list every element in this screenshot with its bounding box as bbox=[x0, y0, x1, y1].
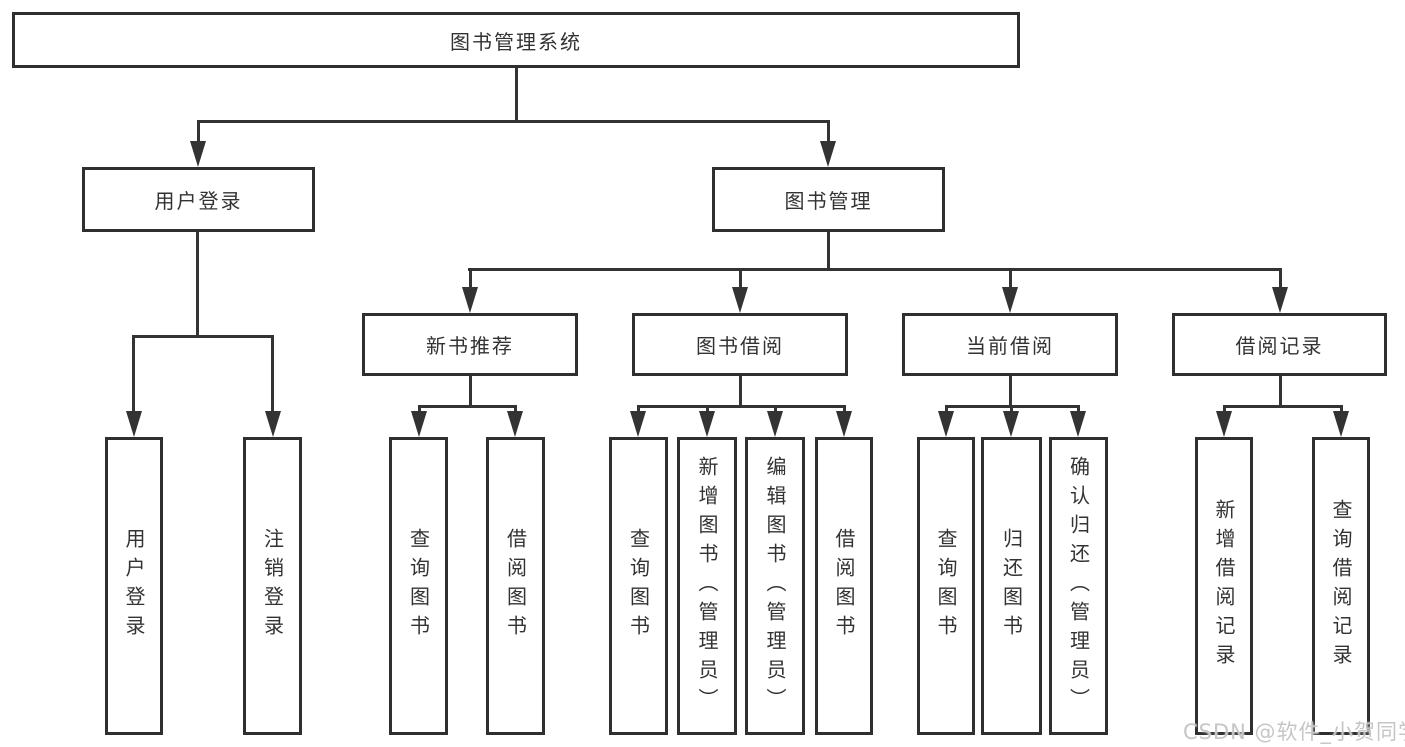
node-book-borrowing: 图书借阅 bbox=[632, 313, 848, 376]
connector-line bbox=[196, 232, 199, 336]
node-book-borrowing-label: 图书借阅 bbox=[696, 334, 784, 358]
connector-line bbox=[469, 268, 472, 292]
arrow-down-icon bbox=[462, 287, 478, 313]
node-book-management: 图书管理 bbox=[712, 167, 945, 232]
connector-line bbox=[1279, 268, 1282, 292]
leaf-br-query-record: 查询借阅记录 bbox=[1312, 437, 1370, 735]
arrow-down-icon bbox=[1070, 411, 1086, 437]
connector-line bbox=[469, 376, 472, 408]
connector-line bbox=[133, 335, 274, 338]
leaf-bb-add-books-admin-label: 新增图书（管理员） bbox=[695, 455, 719, 717]
arrow-down-icon bbox=[1272, 287, 1288, 313]
node-new-book-recommend: 新书推荐 bbox=[362, 313, 578, 376]
arrow-down-icon bbox=[732, 287, 748, 313]
connector-line bbox=[945, 405, 948, 414]
leaf-br-add-record: 新增借阅记录 bbox=[1195, 437, 1253, 735]
arrow-down-icon bbox=[699, 411, 715, 437]
connector-line bbox=[514, 405, 517, 414]
arrow-down-icon bbox=[507, 411, 523, 437]
connector-line bbox=[827, 232, 830, 271]
node-new-book-recommend-label: 新书推荐 bbox=[426, 334, 514, 358]
connector-line bbox=[1010, 405, 1013, 414]
leaf-bb-edit-books-admin-label: 编辑图书（管理员） bbox=[763, 455, 787, 717]
connector-line bbox=[197, 120, 200, 146]
leaf-bb-add-books-admin: 新增图书（管理员） bbox=[677, 437, 737, 735]
arrow-down-icon bbox=[190, 141, 206, 167]
node-borrowing-records-label: 借阅记录 bbox=[1235, 334, 1324, 358]
connector-line bbox=[1340, 405, 1343, 414]
node-user-login: 用户登录 bbox=[82, 167, 315, 232]
node-book-management-label: 图书管理 bbox=[784, 189, 873, 213]
leaf-cb-return-books: 归还图书 bbox=[981, 437, 1042, 735]
arrow-down-icon bbox=[1003, 411, 1019, 437]
leaf-user-login: 用户登录 bbox=[105, 437, 163, 735]
connector-line bbox=[843, 405, 846, 414]
connector-line bbox=[637, 405, 640, 414]
arrow-down-icon bbox=[1002, 287, 1018, 313]
leaf-logout: 注销登录 bbox=[243, 437, 302, 735]
connector-line bbox=[1009, 268, 1012, 292]
leaf-rec-query-books-label: 查询图书 bbox=[406, 528, 431, 644]
arrow-down-icon bbox=[1333, 411, 1349, 437]
arrow-down-icon bbox=[938, 411, 954, 437]
connector-line bbox=[774, 405, 777, 414]
connector-line bbox=[515, 68, 518, 120]
leaf-rec-borrow-books: 借阅图书 bbox=[486, 437, 545, 735]
connector-line bbox=[468, 268, 1281, 271]
leaf-cb-confirm-return-admin: 确认归还（管理员） bbox=[1049, 437, 1108, 735]
leaf-cb-query-books: 查询图书 bbox=[917, 437, 975, 735]
connector-line bbox=[739, 268, 742, 292]
node-root: 图书管理系统 bbox=[12, 12, 1020, 68]
leaf-bb-borrow-books: 借阅图书 bbox=[815, 437, 873, 735]
connector-line bbox=[418, 405, 421, 414]
node-current-borrowing-label: 当前借阅 bbox=[966, 334, 1054, 358]
node-user-login-label: 用户登录 bbox=[154, 189, 243, 213]
connector-line bbox=[271, 335, 274, 414]
arrow-down-icon bbox=[265, 411, 281, 437]
connector-line bbox=[1077, 405, 1080, 414]
arrow-down-icon bbox=[1216, 411, 1232, 437]
csdn-watermark: CSDN @软件_小贺同学 bbox=[1183, 720, 1405, 744]
node-current-borrowing: 当前借阅 bbox=[902, 313, 1118, 376]
arrow-down-icon bbox=[767, 411, 783, 437]
connector-line bbox=[706, 405, 709, 414]
connector-line bbox=[1279, 376, 1282, 408]
connector-line bbox=[1223, 405, 1226, 414]
connector-line bbox=[637, 405, 846, 408]
leaf-user-login-label: 用户登录 bbox=[122, 528, 146, 644]
leaf-rec-borrow-books-label: 借阅图书 bbox=[503, 528, 528, 644]
node-root-label: 图书管理系统 bbox=[450, 29, 582, 54]
connector-line bbox=[739, 376, 742, 408]
leaf-cb-return-books-label: 归还图书 bbox=[999, 528, 1024, 644]
connector-line bbox=[132, 335, 135, 414]
connector-line bbox=[827, 120, 830, 146]
arrow-down-icon bbox=[836, 411, 852, 437]
leaf-cb-query-books-label: 查询图书 bbox=[934, 528, 958, 644]
connector-line bbox=[1223, 405, 1343, 408]
connector-line bbox=[418, 405, 517, 408]
arrow-down-icon bbox=[126, 411, 142, 437]
leaf-br-query-record-label: 查询借阅记录 bbox=[1329, 499, 1353, 673]
arrow-down-icon bbox=[630, 411, 646, 437]
leaf-logout-label: 注销登录 bbox=[260, 528, 285, 644]
leaf-bb-query-books: 查询图书 bbox=[609, 437, 668, 735]
arrow-down-icon bbox=[820, 141, 836, 167]
leaf-cb-confirm-return-admin-label: 确认归还（管理员） bbox=[1066, 455, 1091, 717]
connector-line bbox=[1009, 376, 1012, 408]
arrow-down-icon bbox=[411, 411, 427, 437]
leaf-bb-borrow-books-label: 借阅图书 bbox=[832, 528, 856, 644]
connector-line bbox=[197, 120, 830, 123]
leaf-bb-edit-books-admin: 编辑图书（管理员） bbox=[745, 437, 805, 735]
leaf-bb-query-books-label: 查询图书 bbox=[626, 528, 651, 644]
leaf-br-add-record-label: 新增借阅记录 bbox=[1212, 499, 1236, 673]
node-borrowing-records: 借阅记录 bbox=[1172, 313, 1387, 376]
leaf-rec-query-books: 查询图书 bbox=[389, 437, 448, 735]
